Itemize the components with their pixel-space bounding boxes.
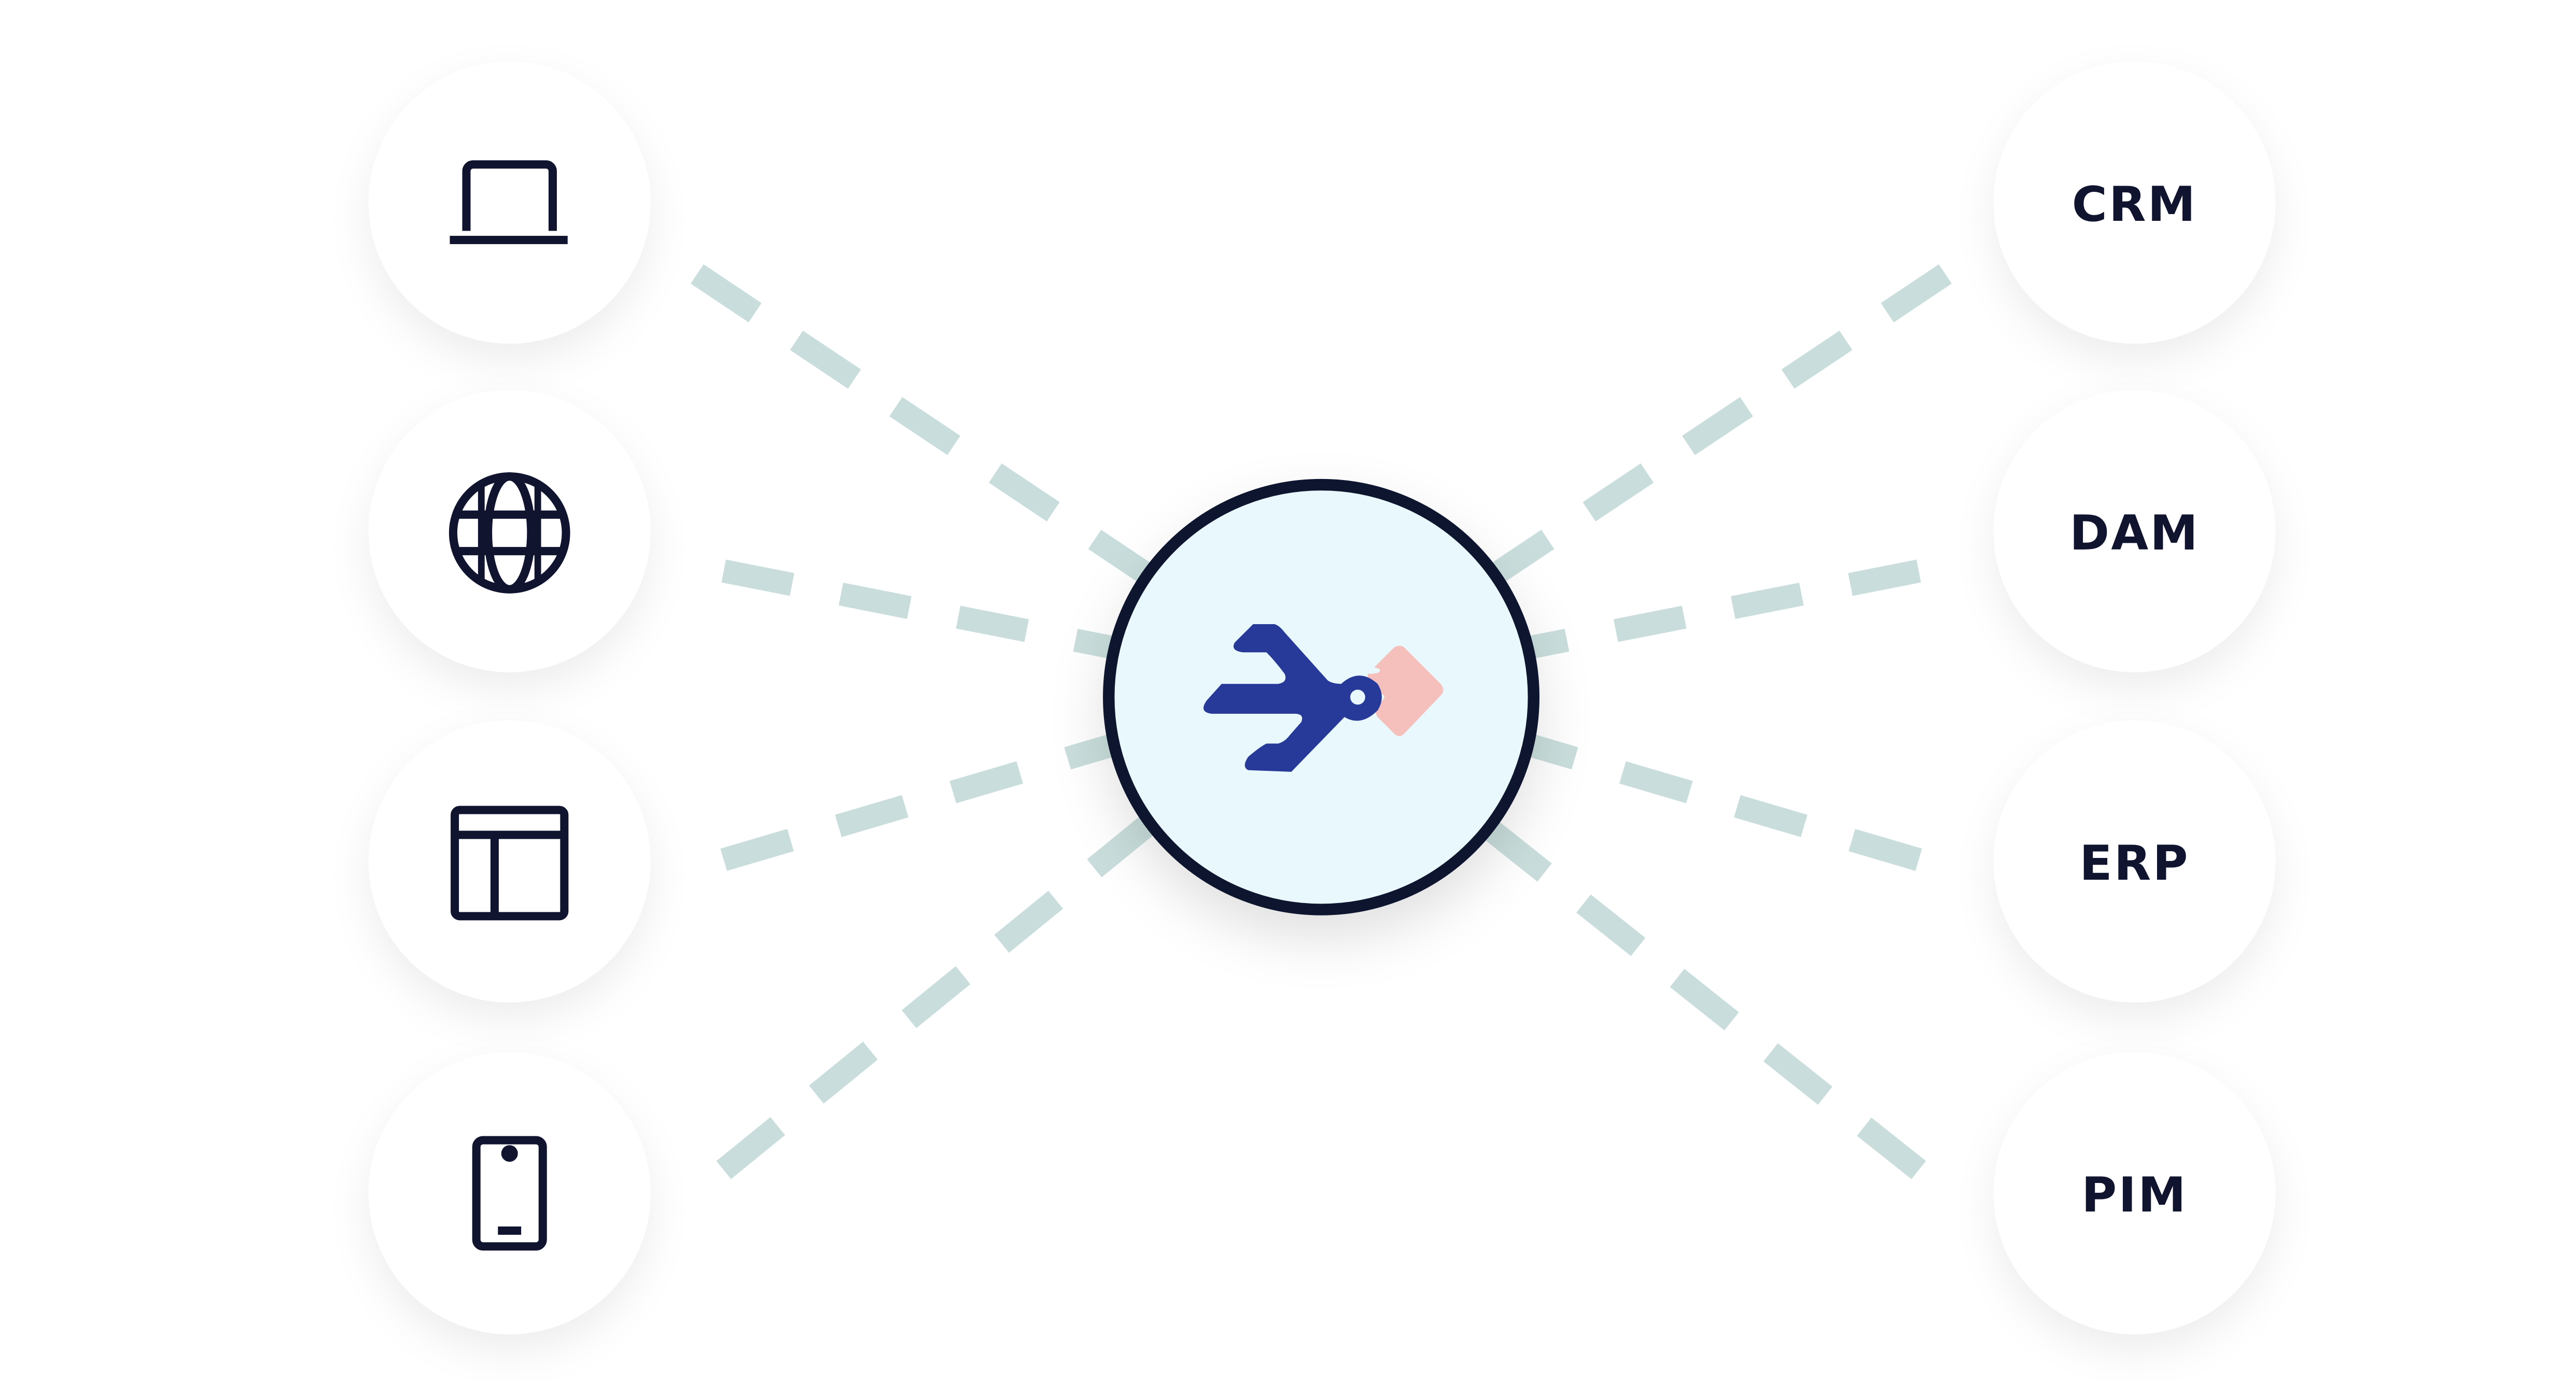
right-node-erp: ERP — [1993, 720, 2276, 1003]
left-node-mobile — [368, 1052, 651, 1334]
hub-node — [1103, 478, 1539, 915]
connectors — [690, 264, 1952, 1179]
browser-layout-icon — [451, 806, 569, 921]
scissors-hub-icon — [1203, 624, 1444, 772]
laptop-icon — [450, 160, 568, 244]
connector-mobile — [716, 804, 1169, 1179]
pim-label: PIM — [2081, 1167, 2188, 1223]
crm-label: CRM — [2072, 176, 2197, 232]
right-node-pim: PIM — [1993, 1052, 2276, 1334]
connector-laptop — [690, 264, 1169, 594]
connector-pim — [1473, 812, 1926, 1179]
dam-label: DAM — [2069, 505, 2200, 561]
connector-crm — [1474, 264, 1952, 594]
left-node-laptop — [368, 61, 651, 344]
right-node-dam: DAM — [1993, 390, 2276, 672]
left-node-globe — [368, 390, 651, 672]
erp-label: ERP — [2079, 835, 2190, 891]
connector-erp — [1510, 729, 1922, 871]
globe-icon — [449, 472, 570, 594]
right-node-crm: CRM — [1993, 61, 2276, 344]
connector-globe — [721, 559, 1131, 663]
left-node-browser — [368, 720, 651, 1003]
mobile-phone-icon — [472, 1136, 547, 1251]
connector-browser — [720, 729, 1132, 871]
connector-dam — [1511, 559, 1921, 663]
